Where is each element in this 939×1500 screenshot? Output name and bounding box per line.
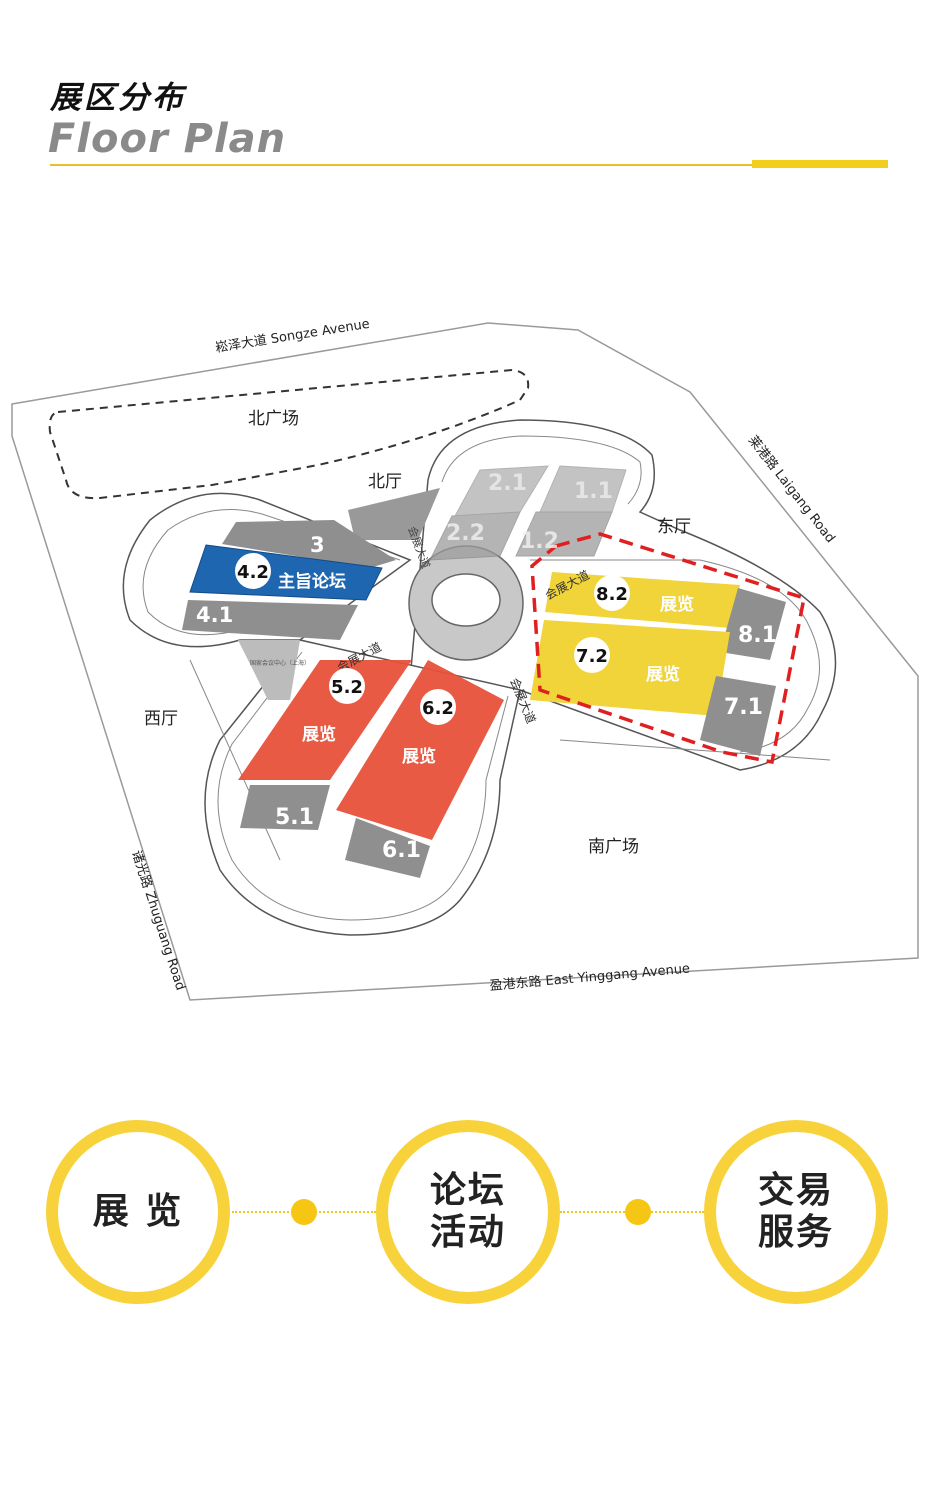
hall-3-label: 3 — [310, 533, 325, 557]
north-hall-wing — [348, 488, 440, 540]
hall-5-1-label: 5.1 — [275, 805, 314, 830]
east-hall-label: 东厅 — [657, 517, 691, 537]
keynote-block — [189, 544, 383, 601]
hall-6-2-label: 6.2 — [422, 698, 454, 719]
services-row: 展 览 论坛 活动 交易 服务 — [0, 1120, 939, 1320]
hall-6-1-label: 6.1 — [382, 838, 421, 863]
hall-7-1-block — [700, 676, 776, 756]
hall-4-1-block — [182, 600, 358, 640]
hall-8-1-label: 8.1 — [738, 623, 777, 648]
hall-6-2-badge: 6.2 — [420, 689, 456, 725]
service-inner — [388, 1132, 548, 1292]
hall-4-2-label: 4.2 — [237, 562, 269, 583]
exhibit-label-7-2: 展览 — [646, 664, 680, 685]
hall-1-2-label: 1.2 — [520, 529, 559, 554]
north-plaza-label: 北广场 — [248, 409, 299, 429]
hall-7-2-block — [530, 620, 730, 716]
hall-3-block — [222, 520, 396, 568]
service-forum: 论坛 活动 — [376, 1120, 560, 1304]
connector-node-2 — [625, 1199, 651, 1225]
north-hall-label: 北厅 — [368, 472, 402, 492]
hall-8-2-badge: 8.2 — [594, 575, 630, 611]
hall-7-2-label: 7.2 — [576, 646, 608, 667]
hall-5-2-badge: 5.2 — [329, 668, 365, 704]
hall-2-1-label: 2.1 — [488, 471, 527, 496]
hall-1-1-label: 1.1 — [574, 479, 613, 504]
central-ring-inner — [431, 573, 501, 627]
keynote-label: 主旨论坛 — [278, 571, 346, 592]
exhibit-label-6-2: 展览 — [402, 746, 436, 767]
hall-5-1-block — [240, 785, 330, 830]
hall-7-2-badge: 7.2 — [574, 637, 610, 673]
hall-4-1-label: 4.1 — [196, 603, 233, 627]
hall-7-1-label: 7.1 — [724, 695, 763, 720]
service-inner — [716, 1132, 876, 1292]
service-forum-label: 论坛 活动 — [429, 1170, 506, 1253]
hall-5-2-block — [238, 660, 412, 780]
hall-5-2-label: 5.2 — [331, 677, 363, 698]
center-block — [238, 640, 300, 700]
north-plaza-outline — [48, 368, 530, 500]
page-title: 展区分布 — [50, 80, 186, 116]
highlight-border — [530, 532, 807, 765]
hall-2-2-block — [429, 511, 521, 561]
hall-6-1-block — [345, 818, 430, 878]
connector-node-1 — [291, 1199, 317, 1225]
hall-8-1-block — [720, 588, 786, 660]
service-inner — [58, 1132, 218, 1292]
header-divider-accent — [752, 160, 888, 168]
hall-6-2-block — [336, 660, 504, 840]
hall-4-2-badge: 4.2 — [235, 553, 271, 589]
floor-plan-map: 崧泽大道 Songze Avenue 莱港路 Laigang Road 盈港东路… — [11, 317, 919, 1001]
page-header: 展区分布 Floor Plan — [0, 0, 939, 180]
hall-8-2-block — [545, 572, 740, 628]
exhibit-label-5-2: 展览 — [302, 724, 336, 745]
center-label: 国家会议中心（上海） — [250, 659, 310, 667]
west-hall-label: 西厅 — [144, 709, 178, 729]
hall-8-2-label: 8.2 — [596, 584, 628, 605]
south-plaza-label: 南广场 — [588, 837, 639, 857]
service-trade: 交易 服务 — [704, 1120, 888, 1304]
page-subtitle: Floor Plan — [48, 116, 287, 162]
service-trade-label: 交易 服务 — [757, 1170, 834, 1253]
hall-2-2-label: 2.2 — [446, 521, 485, 546]
hall-1-2-block — [515, 511, 613, 557]
service-exhibition-label: 展 览 — [92, 1191, 184, 1232]
north-pavilion — [429, 465, 627, 561]
service-exhibition: 展 览 — [46, 1120, 230, 1304]
header-divider — [50, 164, 888, 166]
exhibit-label-8-2: 展览 — [660, 594, 694, 615]
